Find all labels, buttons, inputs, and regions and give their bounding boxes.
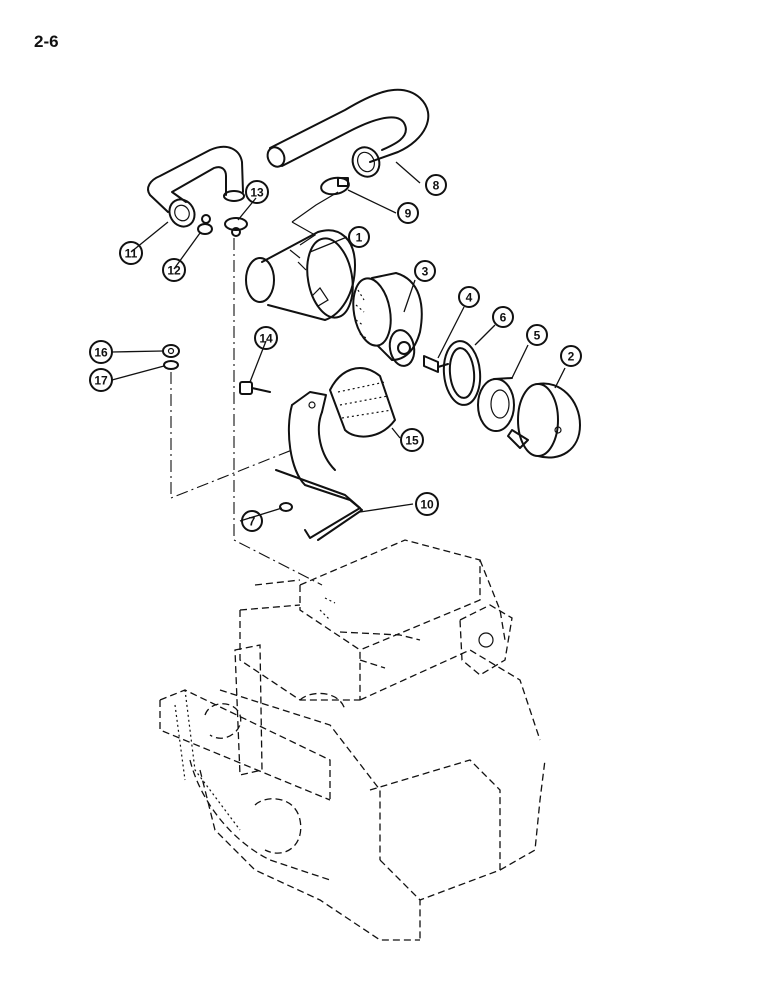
svg-text:1: 1 bbox=[356, 231, 363, 245]
callout-12: 12 bbox=[162, 258, 186, 282]
svg-text:6: 6 bbox=[500, 311, 507, 325]
callout-3: 3 bbox=[414, 260, 436, 282]
svg-text:5: 5 bbox=[534, 329, 541, 343]
dust-cup bbox=[507, 382, 581, 459]
callout-2: 2 bbox=[560, 345, 582, 367]
washer-7 bbox=[279, 502, 293, 512]
page-number: 2-6 bbox=[34, 32, 59, 51]
hose-clamp-13 bbox=[224, 217, 248, 237]
callout-11: 11 bbox=[119, 241, 143, 265]
callout-7: 7 bbox=[241, 510, 263, 532]
leader-lines bbox=[111, 161, 566, 522]
mounting-band bbox=[329, 367, 396, 438]
svg-text:10: 10 bbox=[420, 498, 434, 512]
support-bracket bbox=[275, 391, 363, 541]
callout-15: 15 bbox=[400, 428, 424, 452]
hose-clamp-12 bbox=[197, 214, 213, 235]
baffle bbox=[477, 377, 515, 432]
callout-10: 10 bbox=[415, 492, 439, 516]
hose-bracket-line-2 bbox=[291, 221, 317, 246]
callout-14: 14 bbox=[254, 326, 278, 350]
callout-16: 16 bbox=[89, 340, 113, 364]
svg-text:8: 8 bbox=[433, 179, 440, 193]
callout-13: 13 bbox=[245, 180, 269, 204]
hose-clamp-9 bbox=[320, 176, 350, 196]
engine-outline bbox=[159, 539, 546, 941]
svg-text:12: 12 bbox=[167, 264, 181, 278]
elbow-hose bbox=[147, 145, 245, 228]
svg-text:9: 9 bbox=[405, 207, 412, 221]
air-cleaner-body bbox=[245, 229, 356, 321]
svg-text:3: 3 bbox=[422, 265, 429, 279]
callout-5: 5 bbox=[526, 324, 548, 346]
svg-text:17: 17 bbox=[94, 374, 108, 388]
filter-element bbox=[352, 272, 423, 367]
svg-text:11: 11 bbox=[125, 247, 138, 261]
bolt-14 bbox=[239, 381, 271, 395]
hose-bracket-line bbox=[291, 191, 339, 223]
callout-6: 6 bbox=[492, 306, 514, 328]
intake-hose-u-bend bbox=[266, 88, 430, 178]
callout-9: 9 bbox=[397, 202, 419, 224]
svg-text:13: 13 bbox=[250, 186, 264, 200]
callout-1: 1 bbox=[348, 226, 370, 248]
alignment-line-center bbox=[233, 238, 323, 586]
gasket-ring bbox=[442, 340, 482, 406]
nut-16 bbox=[162, 344, 180, 358]
callout-17: 17 bbox=[89, 368, 113, 392]
svg-text:2: 2 bbox=[568, 350, 575, 364]
callout-8: 8 bbox=[425, 174, 447, 196]
callout-4: 4 bbox=[458, 286, 480, 308]
washer-17 bbox=[163, 360, 179, 370]
svg-text:4: 4 bbox=[466, 291, 473, 305]
svg-text:15: 15 bbox=[405, 434, 419, 448]
svg-text:16: 16 bbox=[94, 346, 108, 360]
svg-text:7: 7 bbox=[249, 515, 256, 529]
svg-text:14: 14 bbox=[259, 332, 273, 346]
alignment-line-left bbox=[170, 372, 293, 499]
